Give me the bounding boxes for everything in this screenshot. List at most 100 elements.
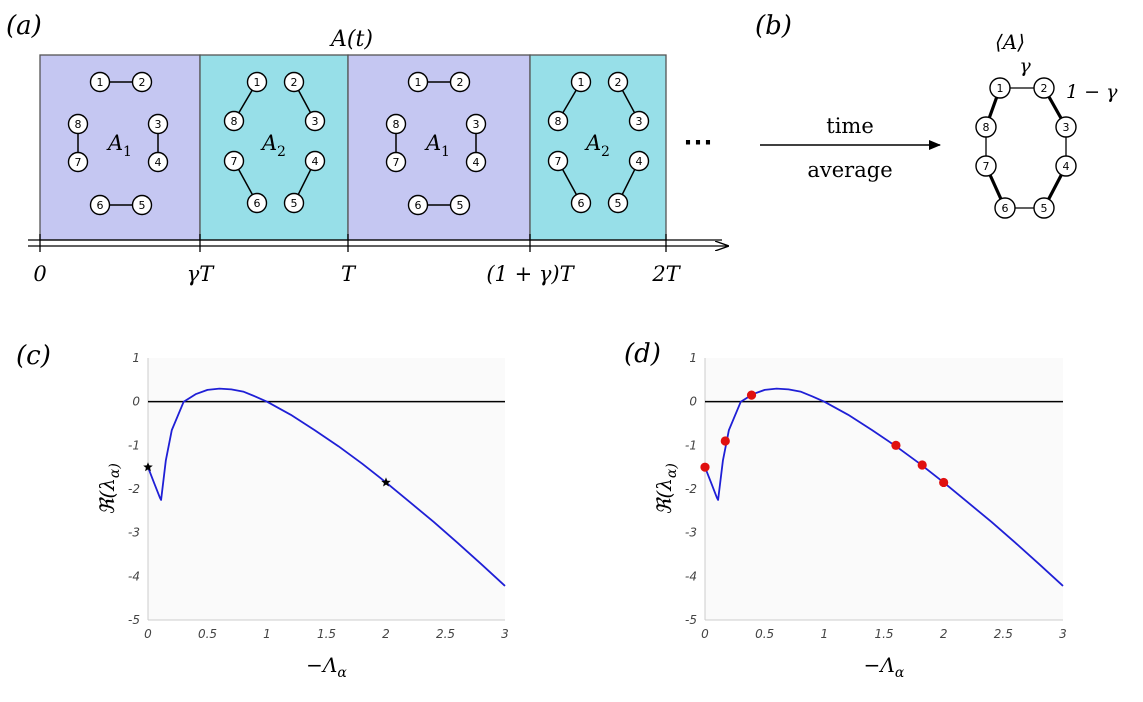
svg-text:8: 8	[75, 118, 82, 131]
node-7: 7	[975, 155, 997, 177]
node-1: 1	[246, 71, 268, 93]
svg-text:7: 7	[231, 155, 238, 168]
arrow-label-time: time	[826, 114, 874, 138]
node-1: 1	[407, 71, 429, 93]
svg-text:6: 6	[254, 197, 261, 210]
y-tick-label: -3	[128, 526, 140, 540]
y-tick-label: -1	[128, 438, 140, 452]
y-tick-label: -2	[128, 482, 140, 496]
svg-text:6: 6	[1002, 202, 1009, 215]
node-3: 3	[304, 110, 326, 132]
block-label-subscript: 2	[277, 144, 286, 160]
x-axis-label: −Λα	[864, 653, 905, 681]
time-average-arrow: time average	[760, 114, 941, 182]
node-7: 7	[67, 151, 89, 173]
x-axis-label: −Λα	[306, 653, 347, 681]
x-tick-label: 2	[940, 627, 948, 641]
node-3: 3	[1055, 116, 1077, 138]
node-2: 2	[1033, 77, 1055, 99]
star-marker	[381, 477, 391, 487]
eigenvalue-curve	[704, 387, 1064, 587]
eigenvalue-curve	[147, 387, 506, 587]
svg-text:5: 5	[615, 197, 622, 210]
y-tick-label: 1	[132, 351, 140, 365]
svg-text:7: 7	[75, 156, 82, 169]
ellipsis: ⋯	[683, 125, 713, 160]
y-tick-label: -5	[128, 613, 140, 627]
x-tick-label: 2.5	[994, 627, 1013, 641]
block-4	[529, 54, 667, 241]
block-label: A	[424, 131, 441, 155]
node-5: 5	[131, 194, 153, 216]
svg-text:2: 2	[291, 76, 298, 89]
node-6: 6	[246, 192, 268, 214]
node-1: 1	[89, 71, 111, 93]
y-tick-label: 0	[132, 395, 140, 409]
node-5: 5	[449, 194, 471, 216]
svg-text:5: 5	[1041, 202, 1048, 215]
node-1: 1	[989, 77, 1011, 99]
x-tick-label: 1.5	[317, 627, 336, 641]
node-2: 2	[131, 71, 153, 93]
node-2: 2	[607, 71, 629, 93]
node-3: 3	[147, 113, 169, 135]
node-4: 4	[1055, 155, 1077, 177]
svg-text:6: 6	[578, 197, 585, 210]
svg-text:2: 2	[139, 76, 146, 89]
panel-label-d: (d)	[624, 339, 661, 369]
svg-text:6: 6	[97, 199, 104, 212]
plot-area	[148, 358, 505, 620]
svg-text:7: 7	[983, 160, 990, 173]
svg-text:3: 3	[636, 115, 643, 128]
svg-text:6: 6	[415, 199, 422, 212]
node-8: 8	[67, 113, 89, 135]
svg-text:1: 1	[415, 76, 422, 89]
y-tick-label: 1	[689, 351, 697, 365]
node-7: 7	[223, 150, 245, 172]
svg-text:2: 2	[615, 76, 622, 89]
svg-text:4: 4	[473, 156, 480, 169]
block-2	[199, 54, 349, 241]
block-label-subscript: 1	[441, 144, 450, 160]
node-8: 8	[975, 116, 997, 138]
block-label: A	[260, 131, 277, 155]
y-tick-label: -3	[685, 526, 697, 540]
x-tick-label: 2	[382, 627, 390, 641]
panel-label-b: (b)	[755, 11, 792, 41]
y-axis-label: ℜ(λα)	[652, 463, 680, 515]
svg-text:1: 1	[578, 76, 585, 89]
y-tick-label: -5	[685, 613, 697, 627]
y-tick-label: -4	[128, 569, 140, 583]
star-marker	[143, 462, 153, 472]
schedule-title: A(t)	[329, 27, 373, 52]
plot-area	[705, 358, 1063, 620]
node-8: 8	[385, 113, 407, 135]
node-5: 5	[607, 192, 629, 214]
x-tick-label: 1	[263, 627, 271, 641]
time-tick-label: 2T	[651, 262, 681, 286]
node-6: 6	[570, 192, 592, 214]
node-8: 8	[547, 110, 569, 132]
time-tick-label: (1 + γ)T	[486, 262, 575, 286]
node-5: 5	[1033, 197, 1055, 219]
node-2: 2	[449, 71, 471, 93]
svg-text:8: 8	[555, 115, 562, 128]
svg-text:8: 8	[393, 118, 400, 131]
x-tick-label: 3	[1059, 627, 1067, 641]
block-label-subscript: 2	[601, 144, 610, 160]
svg-text:1: 1	[997, 82, 1004, 95]
block-label: A	[106, 131, 123, 155]
node-8: 8	[223, 110, 245, 132]
node-1: 1	[570, 71, 592, 93]
average-network-title: ⟨A⟩	[995, 30, 1025, 54]
dot-marker	[720, 436, 730, 446]
y-tick-label: -2	[685, 482, 697, 496]
svg-text:7: 7	[555, 155, 562, 168]
node-6: 6	[407, 194, 429, 216]
node-2: 2	[283, 71, 305, 93]
